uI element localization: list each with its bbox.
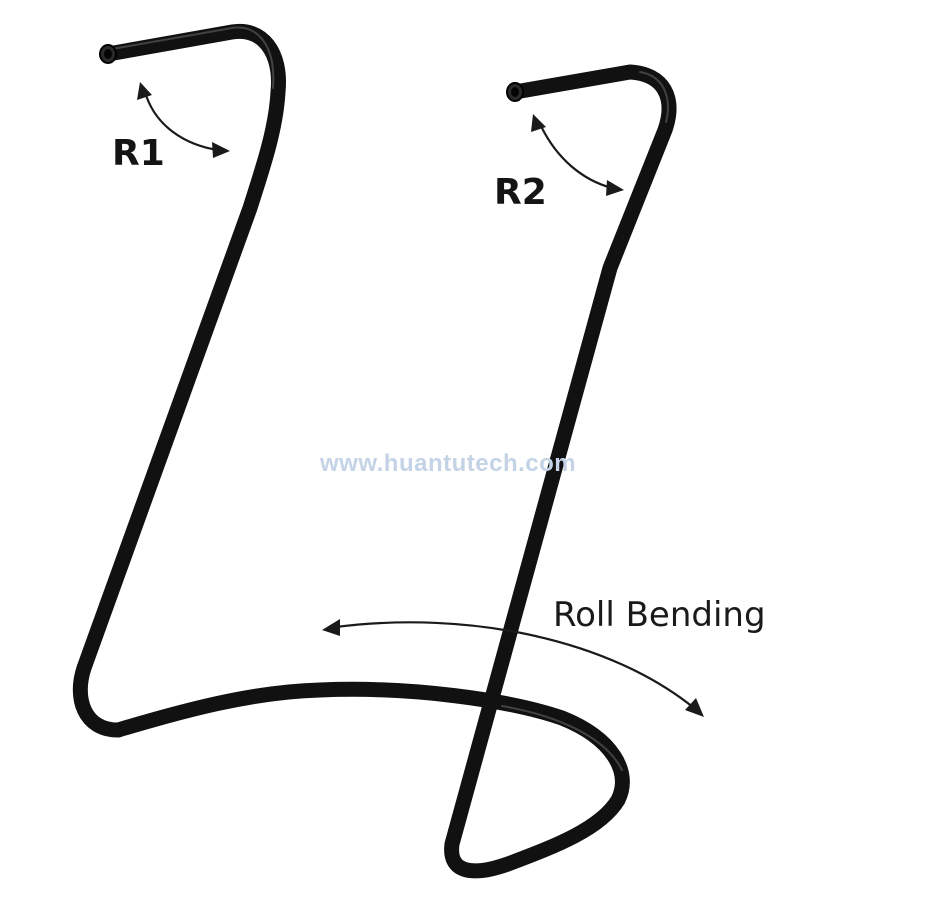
watermark-text: www.huantutech.com — [319, 450, 576, 477]
r2-arrowhead-bottom — [606, 180, 624, 196]
tube-end-left-hole — [104, 49, 112, 59]
roll-bending-label: Roll Bending — [553, 595, 766, 635]
tube-highlight — [111, 26, 669, 771]
tube-path — [72, 23, 677, 879]
r2-arrowhead-top — [531, 114, 546, 132]
roll-bending-arrow — [322, 619, 704, 717]
r1-arrowhead-bottom — [212, 142, 230, 158]
roll-arrowhead-right — [685, 698, 704, 717]
r1-arrowhead-top — [137, 82, 152, 100]
bent-tube — [72, 23, 677, 879]
tube-end-right-hole — [511, 87, 519, 97]
r1-arrow — [137, 82, 230, 158]
roll-arrowhead-left — [322, 619, 340, 636]
r2-label: R2 — [494, 172, 547, 213]
r2-arrow — [531, 114, 624, 196]
r1-label: R1 — [112, 133, 165, 174]
